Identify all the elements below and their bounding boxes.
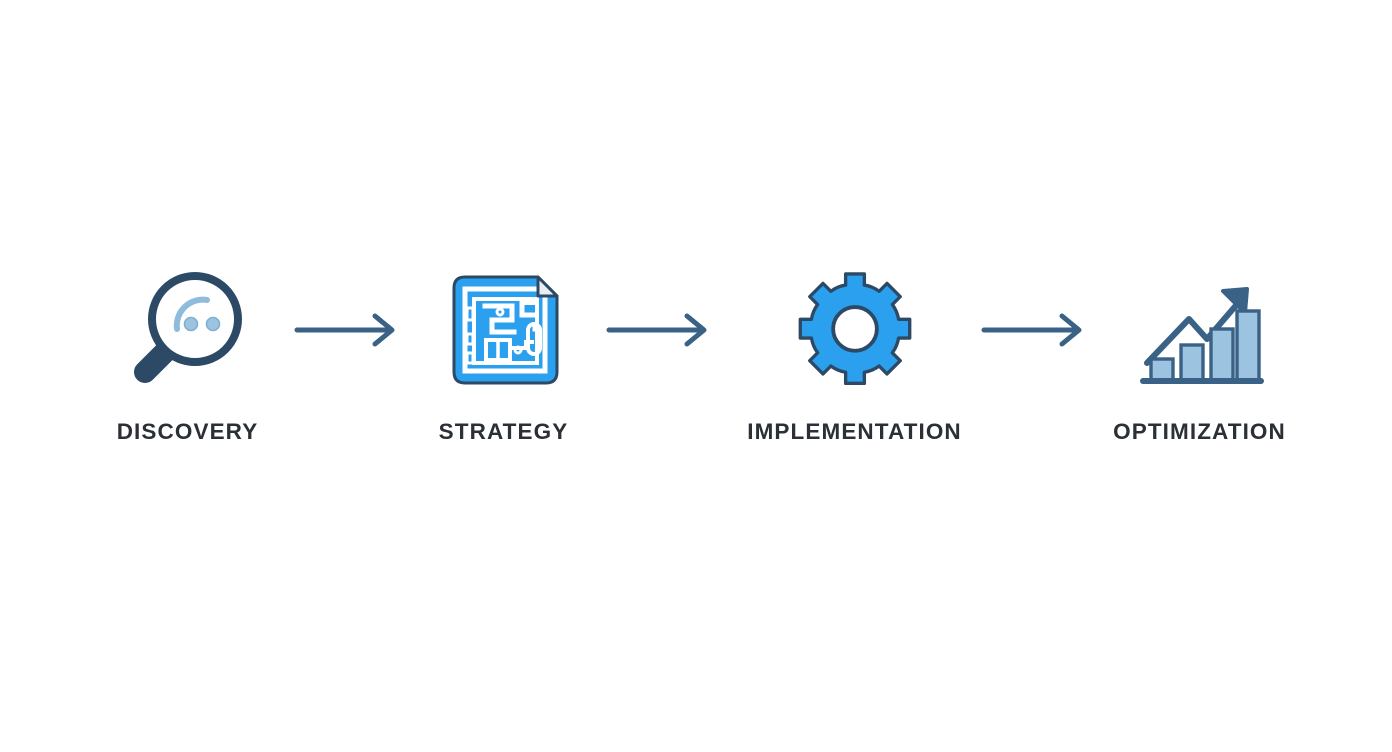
arrow-right-icon	[981, 313, 1082, 346]
stage-label-implementation: IMPLEMENTATION	[747, 419, 962, 444]
magnifying-glass-icon	[125, 262, 251, 397]
stage-optimization[interactable]: OPTIMIZATION	[1100, 262, 1300, 445]
connector-2	[590, 262, 735, 397]
blueprint-floorplan-svg	[452, 275, 558, 384]
growth-bar-chart-icon	[1137, 262, 1264, 397]
gear-icon	[798, 262, 911, 397]
arrow-right-icon	[294, 313, 395, 346]
arrow-right-icon	[606, 313, 707, 346]
connector-1	[283, 262, 418, 397]
blueprint-floorplan-icon	[442, 262, 566, 397]
stage-label-strategy: STRATEGY	[438, 419, 569, 444]
growth-bar-chart-svg	[1140, 287, 1264, 384]
stage-discovery[interactable]: DISCOVERY	[93, 262, 283, 445]
process-flow-row: DISCOVERY	[0, 262, 1392, 482]
connector-3	[975, 262, 1100, 397]
stage-label-optimization: OPTIMIZATION	[1113, 419, 1286, 444]
magnifying-glass-svg	[133, 271, 242, 383]
stage-label-discovery: DISCOVERY	[116, 419, 259, 444]
gear-svg	[798, 271, 911, 385]
stage-implementation[interactable]: IMPLEMENTATION	[735, 262, 975, 445]
stage-strategy[interactable]: STRATEGY	[418, 262, 590, 445]
